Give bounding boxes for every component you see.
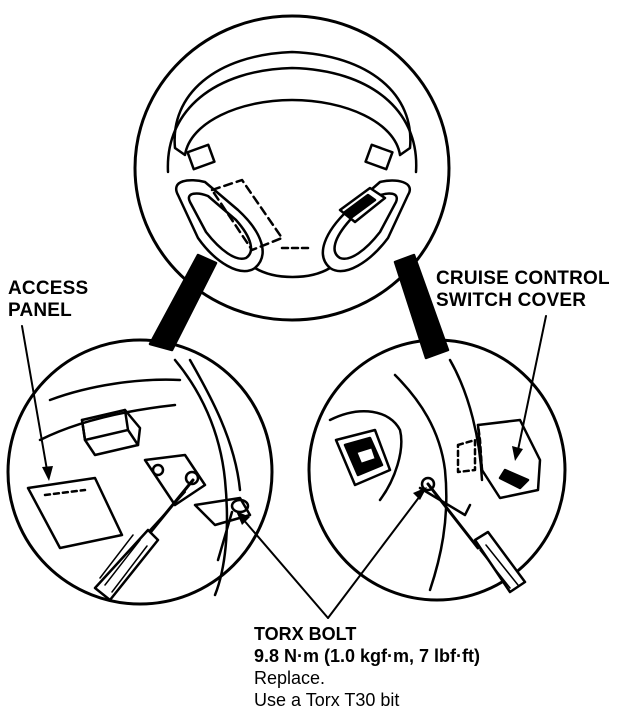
cruise-cover-label: CRUISE CONTROL SWITCH COVER [436,268,610,312]
cruise-cover-detail [307,338,567,602]
torx-bit-note: Use a Torx T30 bit [254,690,400,710]
access-panel-label: ACCESS PANEL [8,278,88,322]
torx-bolt-spec: TORX BOLT 9.8 N·m (1.0 kgf·m, 7 lbf·ft) … [254,623,480,711]
access-panel-detail [6,338,274,606]
connector-left [148,253,218,352]
access-panel-label-line2: PANEL [8,300,72,321]
torque-spec: 9.8 N·m (1.0 kgf·m, 7 lbf·ft) [254,646,481,666]
replace-note: Replace. [254,668,326,688]
access-panel-label-line1: ACCESS [8,278,89,299]
cruise-cover-label-line1: CRUISE CONTROL [436,268,610,289]
cruise-cover-label-line2: SWITCH COVER [436,290,587,311]
torx-bolt-title: TORX BOLT [254,624,357,644]
connector-right [393,253,450,360]
steering-wheel [133,14,451,322]
